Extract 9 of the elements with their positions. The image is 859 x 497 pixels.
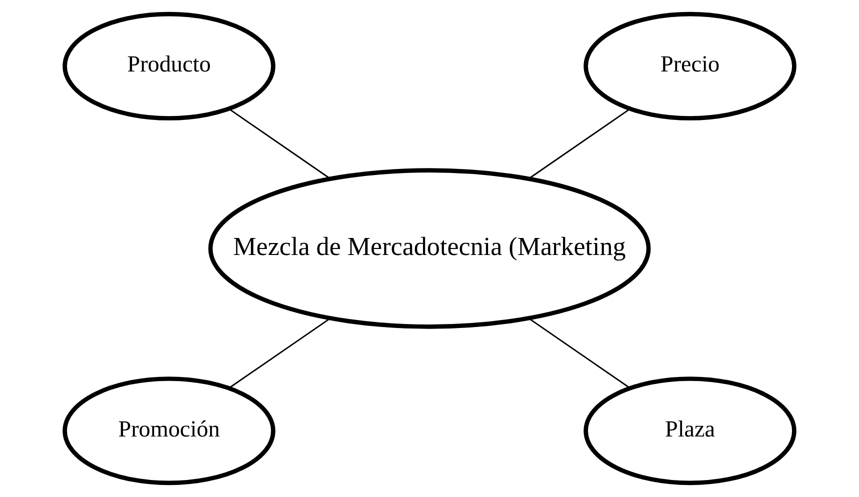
connector xyxy=(229,108,331,180)
node-ellipse: Mezcla de Mercadotecnia (Marketing xyxy=(208,168,651,329)
node-ellipse: Precio xyxy=(584,12,796,120)
connector xyxy=(528,318,630,389)
node-ellipse: Plaza xyxy=(584,376,796,486)
node-ellipse: Producto xyxy=(62,12,276,120)
connector xyxy=(228,318,331,389)
node-ellipse: Promoción xyxy=(62,376,276,486)
connector xyxy=(528,108,630,180)
